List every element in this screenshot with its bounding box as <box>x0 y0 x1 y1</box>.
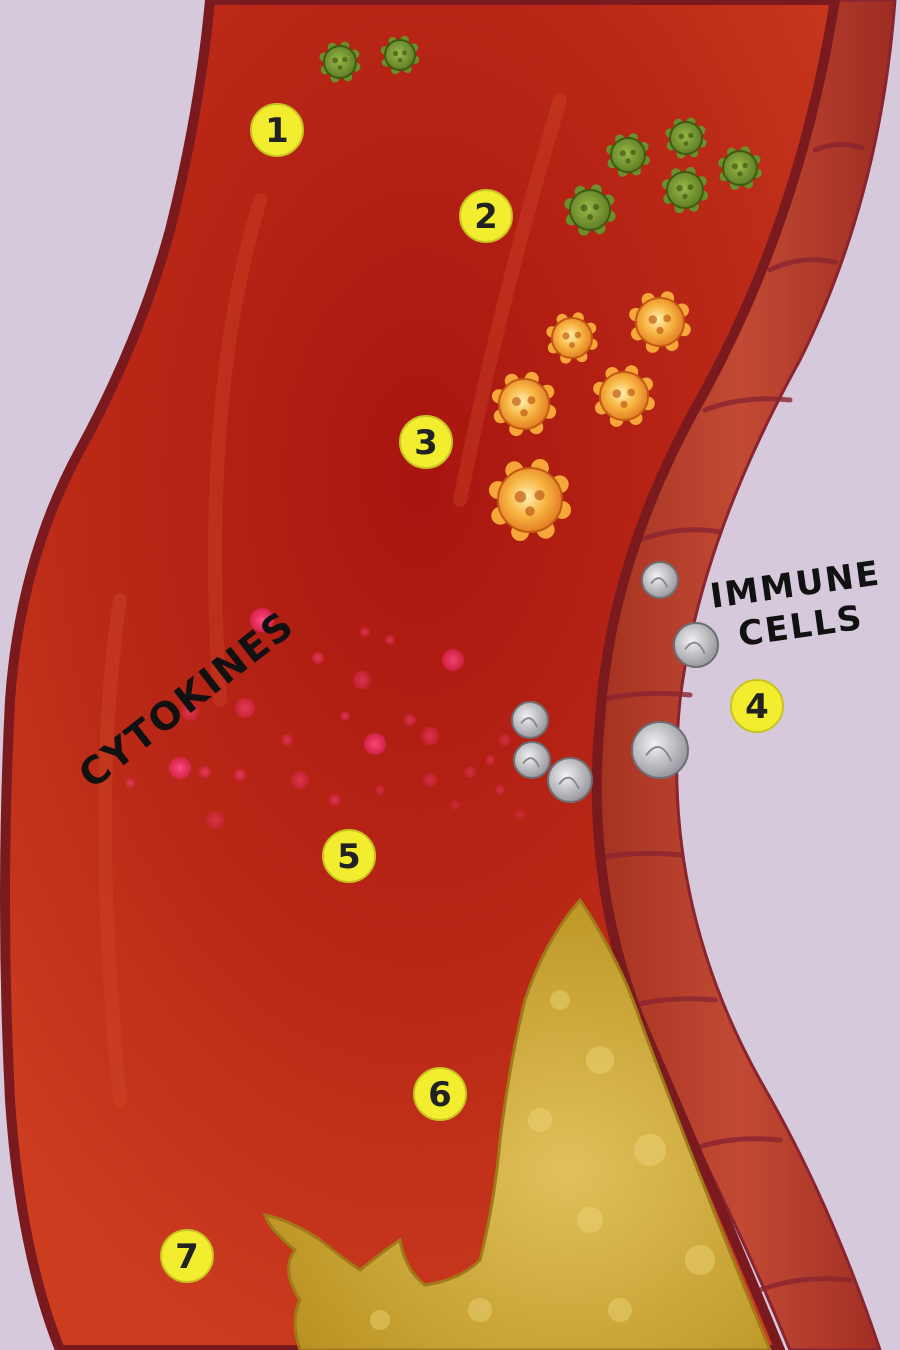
cytokine-dot-icon <box>404 714 416 726</box>
cytokine-dot-icon <box>442 649 464 671</box>
cytokine-dot-icon <box>385 635 395 645</box>
marker-number: 6 <box>428 1075 452 1115</box>
marker-5: 5 <box>323 830 375 882</box>
cytokine-dot-icon <box>423 773 437 787</box>
cytokine-dot-icon <box>199 766 211 778</box>
marker-2: 2 <box>460 190 512 242</box>
cytokine-dot-icon <box>281 734 293 746</box>
immune-cell-icon <box>674 623 718 667</box>
marker-4: 4 <box>731 680 783 732</box>
immune-cell-icon <box>514 742 550 778</box>
cytokine-dot-icon <box>206 811 224 829</box>
immune-cell-icon <box>632 722 688 778</box>
immune-cell-icon <box>642 562 678 598</box>
cytokine-dot-icon <box>515 810 525 820</box>
marker-7: 7 <box>161 1230 213 1282</box>
cytokine-dot-icon <box>495 785 505 795</box>
immune-cell-icon <box>512 702 548 738</box>
cytokine-dot-icon <box>125 778 135 788</box>
marker-number: 5 <box>337 837 361 877</box>
marker-number: 4 <box>745 687 769 727</box>
marker-number: 7 <box>175 1237 199 1277</box>
marker-3: 3 <box>400 416 452 468</box>
marker-6: 6 <box>414 1068 466 1120</box>
cytokine-dot-icon <box>169 757 191 779</box>
cytokine-dot-icon <box>235 698 255 718</box>
marker-number: 2 <box>474 197 498 237</box>
cytokine-dot-icon <box>360 627 370 637</box>
cytokine-dot-icon <box>234 769 246 781</box>
cytokine-dot-icon <box>353 671 371 689</box>
cytokine-dot-icon <box>340 711 350 721</box>
cytokine-dot-icon <box>499 734 511 746</box>
marker-number: 1 <box>265 111 289 151</box>
marker-number: 3 <box>414 423 438 463</box>
cytokine-dot-icon <box>364 733 386 755</box>
cytokine-dot-icon <box>450 800 460 810</box>
immune-cell-icon <box>548 758 592 802</box>
cytokine-dot-icon <box>375 785 385 795</box>
cytokine-dot-icon <box>329 794 341 806</box>
cytokine-dot-icon <box>464 766 476 778</box>
cytokine-dot-icon <box>312 652 324 664</box>
cytokine-dot-icon <box>421 727 439 745</box>
marker-1: 1 <box>251 104 303 156</box>
cytokine-dot-icon <box>485 755 495 765</box>
cytokine-dot-icon <box>291 771 309 789</box>
